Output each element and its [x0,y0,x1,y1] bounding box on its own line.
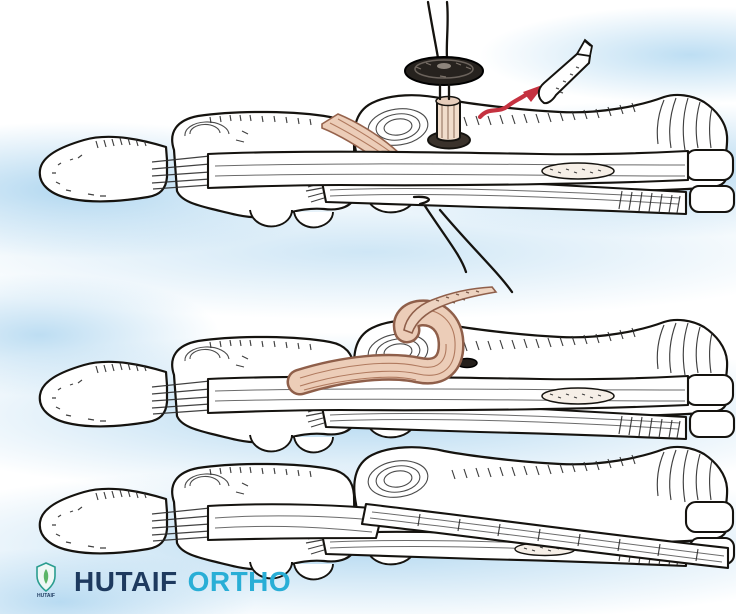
brand-wordmark: HUTAIF ORTHO [74,566,291,598]
leaf-icon [43,569,49,584]
diagonal-tendon [360,502,730,570]
trephine-instrument [404,0,484,101]
logo-caption: HUTAIF [37,593,55,599]
bone-tunnel-plug [427,95,471,150]
tendon-frayed-tip [403,286,498,335]
suture-wire [412,195,514,294]
panel-step3-final-weave [38,445,736,581]
panel-step2-tendon-passed [38,286,736,454]
hutaif-logo: HUTAIF [36,562,56,599]
tendon-s-curve [286,286,498,396]
upper-band-short [206,503,382,542]
panel-step1-bone-plug-removal [38,0,736,294]
wordmark-secondary: ORTHO [187,566,292,597]
extracted-fragment [537,38,593,105]
wordmark-primary: HUTAIF [74,566,178,597]
